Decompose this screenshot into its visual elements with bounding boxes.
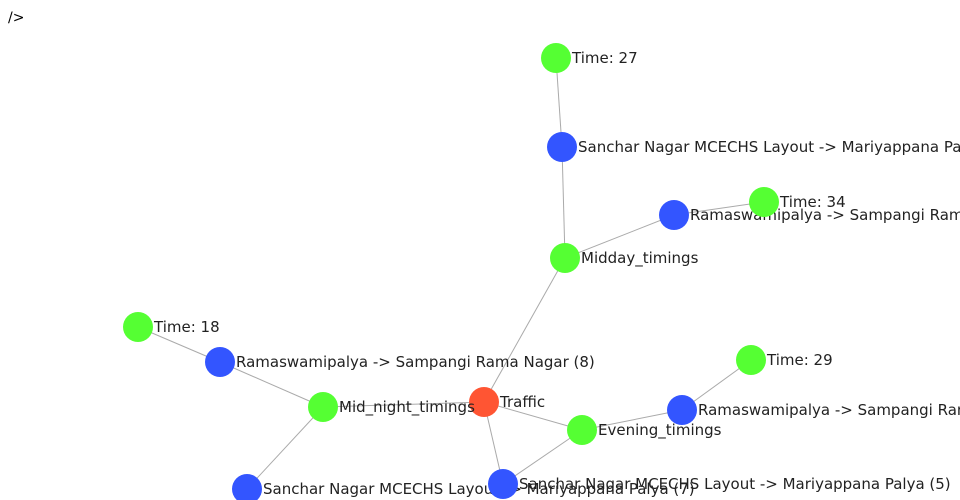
edge-traffic-evening — [483, 401, 583, 431]
node-label: Ramaswamipalya -> Sampangi Rama Nagar (8… — [698, 401, 960, 419]
node-label: Midday_timings — [581, 249, 699, 268]
node-route_midnight_1[interactable]: Ramaswamipalya -> Sampangi Rama Nagar (8… — [205, 347, 595, 377]
route-node-circle[interactable] — [488, 469, 518, 499]
node-label: Time: 29 — [766, 351, 833, 369]
edge-midnight-route_midnight_2 — [246, 406, 324, 490]
node-label: Traffic — [499, 393, 545, 411]
edge-evening-route_evening_2 — [502, 429, 583, 485]
node-route_evening_1[interactable]: Ramaswamipalya -> Sampangi Rama Nagar (8… — [667, 395, 960, 425]
timing-node-circle[interactable] — [308, 392, 338, 422]
node-traffic[interactable]: Traffic — [469, 387, 545, 417]
node-route_midnight_2[interactable]: Sanchar Nagar MCECHS Layout -> Mariyappa… — [232, 474, 695, 500]
node-label: Time: 18 — [153, 318, 220, 336]
edge-midday-route_midday_2 — [564, 214, 675, 259]
node-midday[interactable]: Midday_timings — [550, 243, 699, 273]
node-time_27[interactable]: Time: 27 — [541, 43, 638, 73]
node-time_34[interactable]: Time: 34 — [749, 187, 846, 217]
timing-node-circle[interactable] — [567, 415, 597, 445]
edge-traffic-midday — [483, 257, 566, 403]
timing-node-circle[interactable] — [550, 243, 580, 273]
node-route_midday_1[interactable]: Sanchar Nagar MCECHS Layout -> Mariyappa… — [547, 132, 960, 162]
route-node-circle[interactable] — [232, 474, 262, 500]
node-time_29[interactable]: Time: 29 — [736, 345, 833, 375]
edge-midday-route_midday_1 — [561, 146, 566, 259]
node-evening[interactable]: Evening_timings — [567, 415, 722, 445]
route-node-circle[interactable] — [547, 132, 577, 162]
node-label: Time: 27 — [571, 49, 638, 67]
stray-markup-text: /> — [8, 10, 25, 26]
node-label: Ramaswamipalya -> Sampangi Rama Nagar (8… — [236, 353, 595, 371]
node-label: Mid_night_timings — [339, 398, 475, 417]
root-node-circle[interactable] — [469, 387, 499, 417]
node-label: Sanchar Nagar MCECHS Layout -> Mariyappa… — [519, 475, 951, 493]
edge-midnight-route_midnight_1 — [219, 361, 324, 408]
node-midnight[interactable]: Mid_night_timings — [308, 392, 475, 422]
node-time_18[interactable]: Time: 18 — [123, 312, 220, 342]
time-node-circle[interactable] — [123, 312, 153, 342]
node-label: Sanchar Nagar MCECHS Layout -> Mariyappa… — [578, 138, 960, 156]
node-route_evening_2[interactable]: Sanchar Nagar MCECHS Layout -> Mariyappa… — [488, 469, 951, 499]
route-node-circle[interactable] — [205, 347, 235, 377]
time-node-circle[interactable] — [736, 345, 766, 375]
node-label: Time: 34 — [779, 193, 846, 211]
node-label: Sanchar Nagar MCECHS Layout -> Mariyappa… — [263, 480, 695, 498]
edge-route_midday_2-time_34 — [673, 201, 765, 216]
route-node-circle[interactable] — [667, 395, 697, 425]
route-node-circle[interactable] — [659, 200, 689, 230]
edge-evening-route_evening_1 — [581, 409, 683, 431]
time-node-circle[interactable] — [749, 187, 779, 217]
nodes-layer: Traffic Midday_timingsMid_night_timingsEv… — [123, 43, 960, 500]
node-label: Evening_timings — [598, 421, 722, 440]
time-node-circle[interactable] — [541, 43, 571, 73]
edge-traffic-midnight — [322, 401, 485, 408]
